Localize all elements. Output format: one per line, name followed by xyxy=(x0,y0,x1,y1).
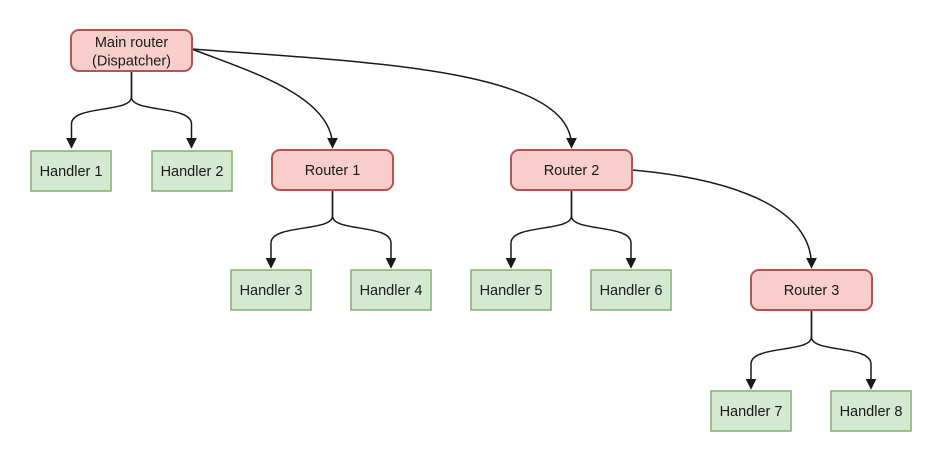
node-handler-2: Handler 2 xyxy=(151,150,233,192)
edge-main-router-to-router-2 xyxy=(191,48,577,149)
router-1-label: Router 1 xyxy=(305,163,361,179)
node-main-router: Main router (Dispatcher) xyxy=(70,29,193,72)
node-handler-6: Handler 6 xyxy=(590,269,672,311)
handler-2-label: Handler 2 xyxy=(161,164,224,180)
main-router-label-line2: (Dispatcher) xyxy=(92,54,171,70)
node-router-3: Router 3 xyxy=(750,269,873,311)
handler-7-box xyxy=(710,390,792,432)
node-handler-5: Handler 5 xyxy=(470,269,552,311)
edge-main-router-to-handler-1 xyxy=(66,71,133,149)
edge-router-2-to-handler-5 xyxy=(505,190,573,269)
handler-4-box xyxy=(350,269,432,311)
handler-8-label: Handler 8 xyxy=(840,404,903,420)
edge-router-2-to-handler-6 xyxy=(570,190,637,269)
handler-1-label: Handler 1 xyxy=(40,164,103,180)
router-3-box xyxy=(750,269,873,311)
handler-7-label: Handler 7 xyxy=(720,404,783,420)
edge-main-router-to-handler-2 xyxy=(130,71,197,149)
edges-layer xyxy=(66,48,877,390)
node-router-1: Router 1 xyxy=(271,149,394,191)
edge-router-3-to-handler-8 xyxy=(810,310,877,390)
router-1-box xyxy=(271,149,394,191)
edge-router-2-to-router-3 xyxy=(631,169,817,269)
node-handler-8: Handler 8 xyxy=(830,390,912,432)
nodes-layer: Main router (Dispatcher) Handler 1 Handl… xyxy=(30,29,912,432)
node-handler-1: Handler 1 xyxy=(30,150,112,192)
router-2-label: Router 2 xyxy=(544,163,600,179)
node-handler-4: Handler 4 xyxy=(350,269,432,311)
router-2-box xyxy=(510,149,633,191)
handler-6-box xyxy=(590,269,672,311)
handler-8-box xyxy=(830,390,912,432)
node-handler-7: Handler 7 xyxy=(710,390,792,432)
router-3-label: Router 3 xyxy=(784,283,840,299)
node-handler-3: Handler 3 xyxy=(230,269,312,311)
handler-1-box xyxy=(30,150,112,192)
handler-3-box xyxy=(230,269,312,311)
handler-3-label: Handler 3 xyxy=(240,283,303,299)
handler-5-box xyxy=(470,269,552,311)
edge-router-1-to-handler-3 xyxy=(265,190,334,269)
main-router-label-line1: Main router xyxy=(95,35,169,51)
node-router-2: Router 2 xyxy=(510,149,633,191)
edge-main-router-to-router-1 xyxy=(191,48,338,149)
edge-router-3-to-handler-7 xyxy=(745,310,813,390)
handler-6-label: Handler 6 xyxy=(600,283,663,299)
handler-5-label: Handler 5 xyxy=(480,283,543,299)
handler-2-box xyxy=(151,150,233,192)
handler-4-label: Handler 4 xyxy=(360,283,423,299)
edge-router-1-to-handler-4 xyxy=(331,190,397,269)
main-router-box xyxy=(70,29,193,72)
